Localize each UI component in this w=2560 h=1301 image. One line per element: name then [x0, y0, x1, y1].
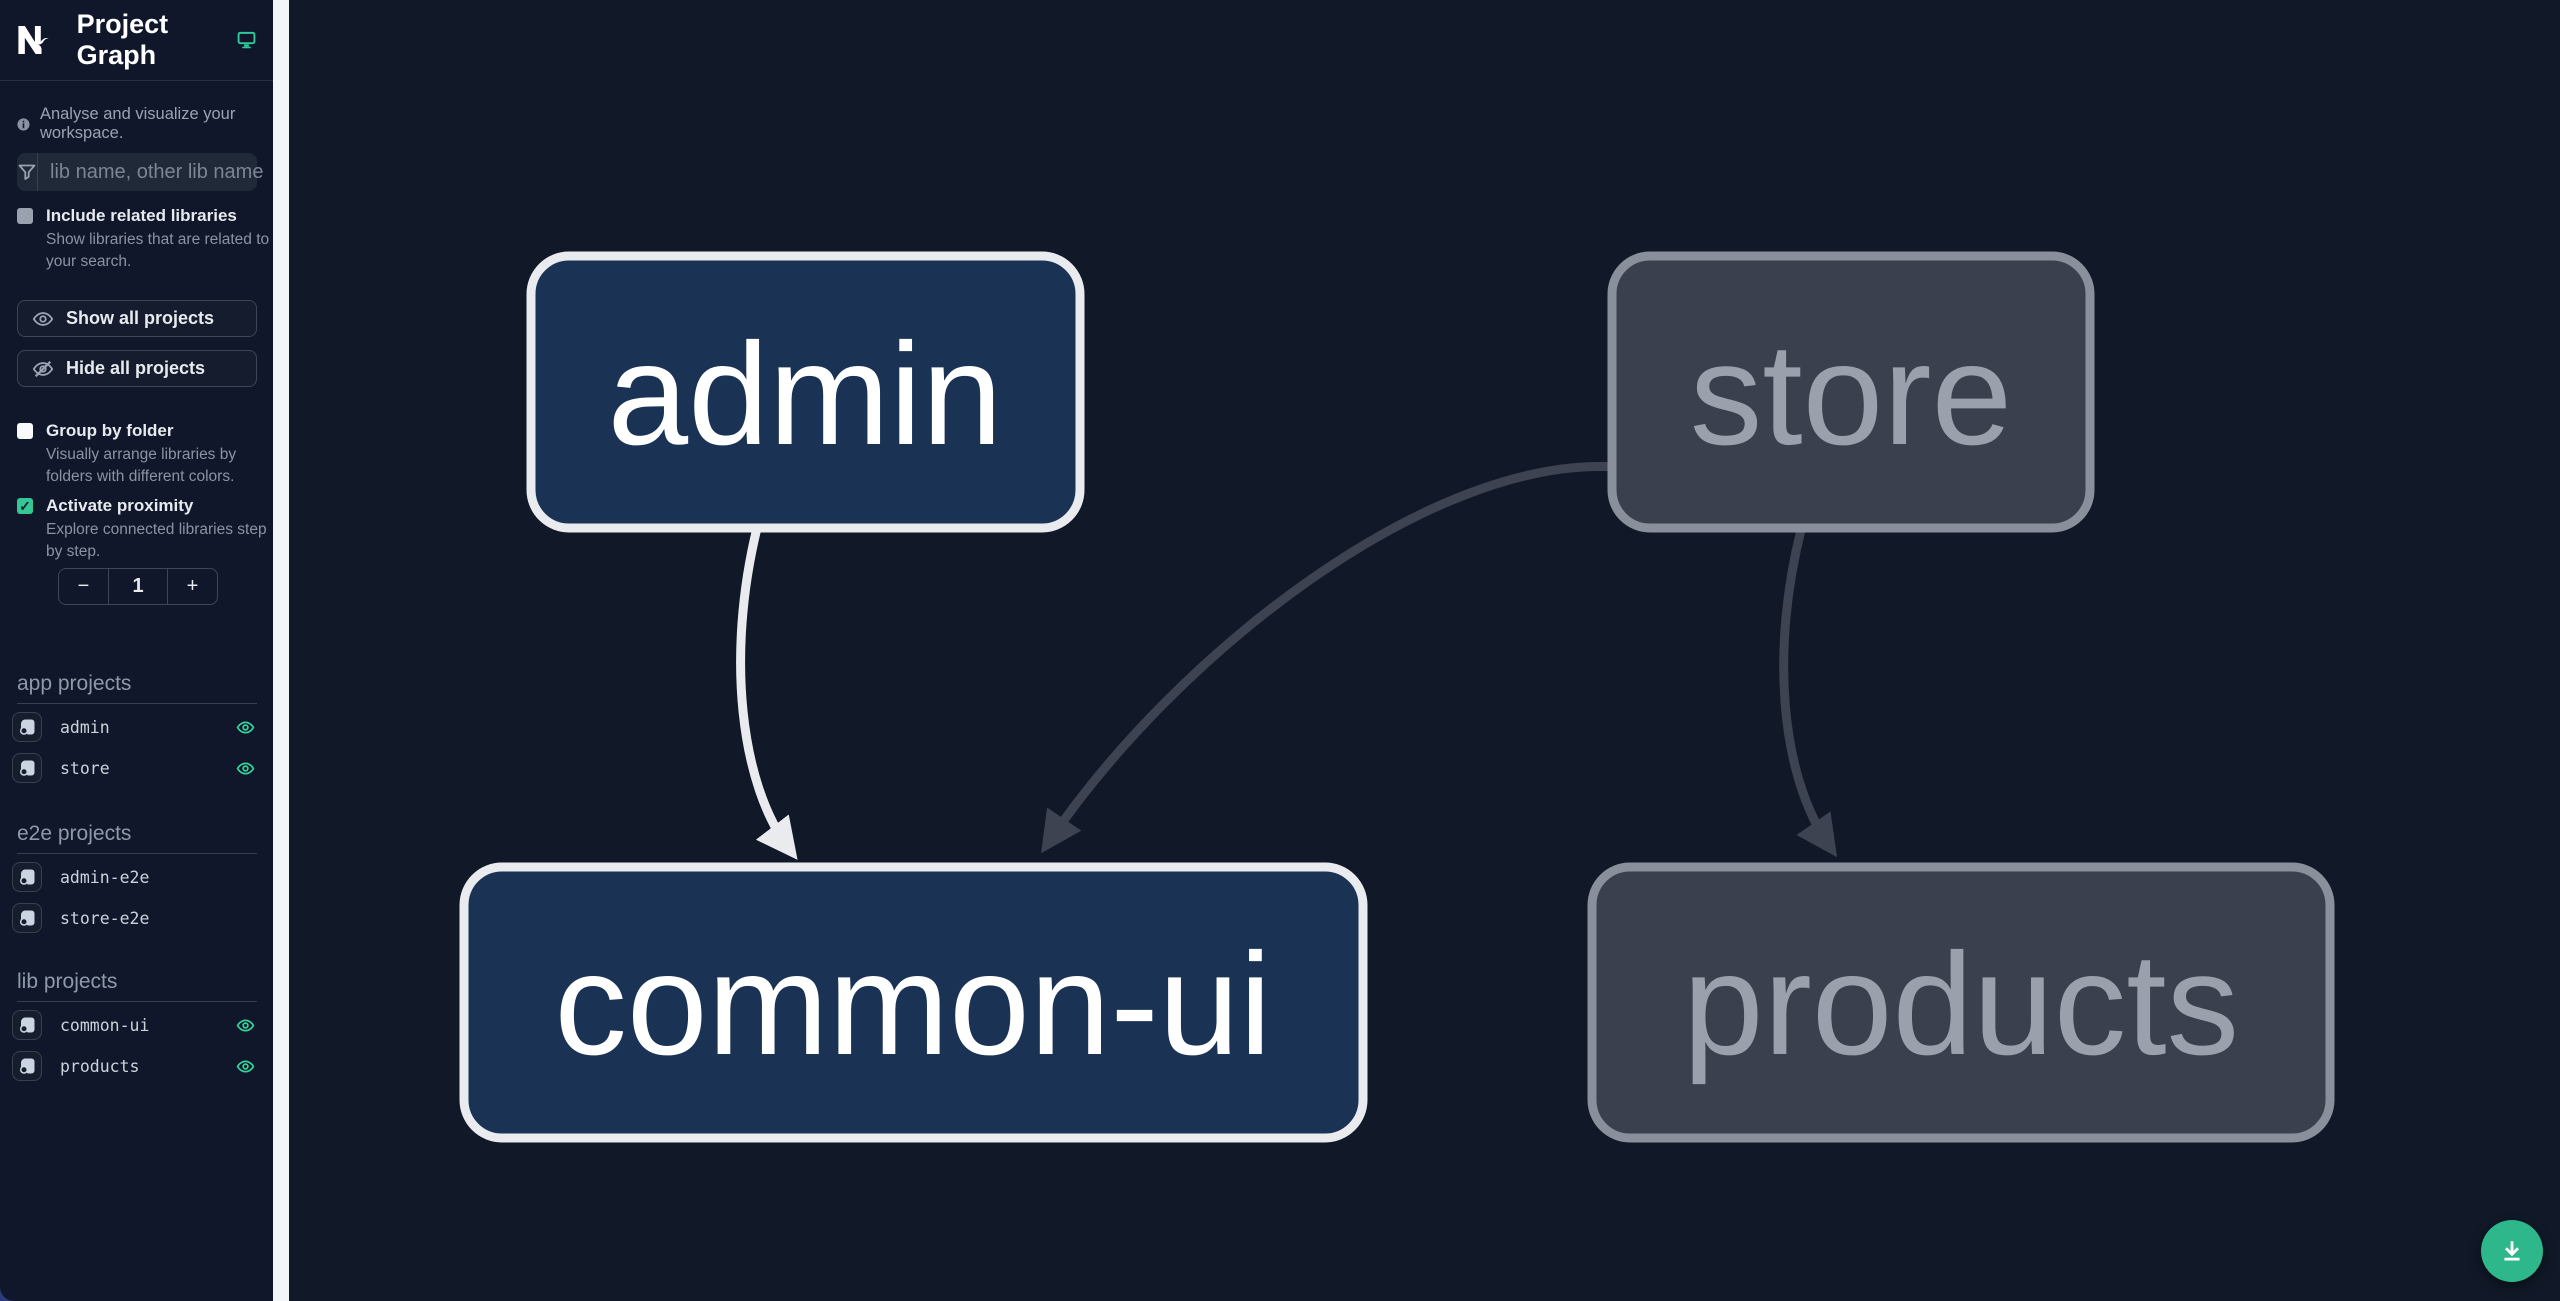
project-name[interactable]: products [60, 1056, 140, 1076]
edge-admin-to-common-ui [736, 526, 798, 860]
project-visibility-eye-icon[interactable] [236, 1057, 255, 1076]
tagline: Analyse and visualize your workspace. [0, 105, 273, 143]
graph-node-store-label: store [1690, 313, 2012, 475]
sidebar-header: Project Graph [0, 0, 273, 81]
focus-project-button[interactable] [12, 712, 42, 742]
proximity-increment-button[interactable]: + [186, 575, 199, 597]
proximity-decrement-button[interactable]: − [77, 575, 90, 597]
focus-icon [19, 760, 35, 776]
activate-proximity-toggle: ✓ Activate proximity Explore connected l… [17, 495, 267, 563]
graph-node-store[interactable]: store [1607, 251, 2095, 533]
include-related-checkbox[interactable] [17, 208, 33, 224]
project-name[interactable]: admin [60, 717, 110, 737]
eye-icon [32, 311, 54, 326]
sidebar-divider [273, 0, 289, 1301]
nx-logo [18, 26, 50, 54]
project-row-products: products [12, 1051, 257, 1081]
show-all-projects-label: Show all projects [66, 308, 215, 328]
hide-all-projects-button[interactable]: Hide all projects [17, 350, 257, 387]
proximity-depth-value: 1 [108, 569, 168, 604]
project-name[interactable]: store [60, 758, 110, 778]
graph-node-products-label: products [1683, 923, 2239, 1085]
focus-icon [19, 1058, 35, 1074]
focus-icon [19, 1017, 35, 1033]
include-related-label[interactable]: Include related libraries [46, 206, 237, 225]
info-icon [17, 117, 30, 131]
focus-project-button[interactable] [12, 903, 42, 933]
eye-off-icon [32, 360, 54, 377]
section-heading-e2e-projects: e2e projects [17, 822, 257, 854]
project-name[interactable]: store-e2e [60, 908, 150, 928]
focus-project-button[interactable] [12, 753, 42, 783]
project-row-admin-e2e: admin-e2e [12, 862, 257, 892]
group-by-folder-checkbox[interactable] [17, 423, 33, 439]
project-row-store-e2e: store-e2e [12, 903, 257, 933]
project-visibility-eye-icon[interactable] [236, 759, 255, 778]
tagline-text: Analyse and visualize your workspace. [39, 105, 236, 142]
graph-node-admin-label: admin [608, 313, 1003, 475]
edge-store-to-products [1779, 528, 1838, 858]
focus-icon [19, 869, 35, 885]
graph-node-products[interactable]: products [1587, 862, 2335, 1143]
group-by-folder-label[interactable]: Group by folder [46, 421, 174, 440]
activate-proximity-label[interactable]: Activate proximity [46, 496, 194, 515]
project-name[interactable]: common-ui [60, 1015, 150, 1035]
sidebar: Project Graph Analyse and visualize your… [0, 0, 327, 1301]
focus-icon [19, 719, 35, 735]
project-visibility-eye-icon[interactable] [236, 718, 255, 737]
focus-icon [19, 910, 35, 926]
project-name[interactable]: admin-e2e [60, 867, 150, 887]
download-image-button[interactable] [2481, 1220, 2543, 1282]
include-related-toggle: Include related libraries Show libraries… [17, 205, 269, 273]
funnel-icon [17, 153, 38, 191]
project-visibility-eye-icon[interactable] [236, 1016, 255, 1035]
graph-node-admin[interactable]: admin [526, 251, 1085, 533]
project-row-store: store [12, 753, 257, 783]
activate-proximity-checkbox[interactable]: ✓ [17, 498, 33, 514]
monitor-icon [237, 31, 256, 49]
proximity-depth-stepper: − 1 + [58, 568, 218, 605]
download-icon [2504, 1241, 2520, 1261]
graph-node-common-ui-label: common-ui [554, 923, 1271, 1085]
project-row-common-ui: common-ui [12, 1010, 257, 1040]
graph-node-common-ui[interactable]: common-ui [459, 862, 1368, 1143]
focus-project-button[interactable] [12, 1051, 42, 1081]
include-related-description: Show libraries that are related to your … [46, 231, 270, 270]
edge-store-to-common-ui [1041, 462, 1617, 854]
section-heading-lib-projects: lib projects [17, 970, 257, 1002]
focus-project-button[interactable] [12, 1010, 42, 1040]
hide-all-projects-label: Hide all projects [66, 358, 206, 378]
project-row-admin: admin [12, 712, 257, 742]
section-heading-app-projects: app projects [17, 672, 257, 704]
app-title: Project Graph [76, 9, 169, 70]
filter-input[interactable] [38, 153, 327, 191]
focus-project-button[interactable] [12, 862, 42, 892]
filter-box [17, 153, 327, 191]
activate-proximity-description: Explore connected libraries step by step… [46, 521, 267, 560]
group-by-folder-description: Visually arrange libraries by folders wi… [46, 446, 237, 485]
show-all-projects-button[interactable]: Show all projects [17, 300, 257, 337]
group-by-folder-toggle: Group by folder Visually arrange librari… [17, 420, 257, 488]
